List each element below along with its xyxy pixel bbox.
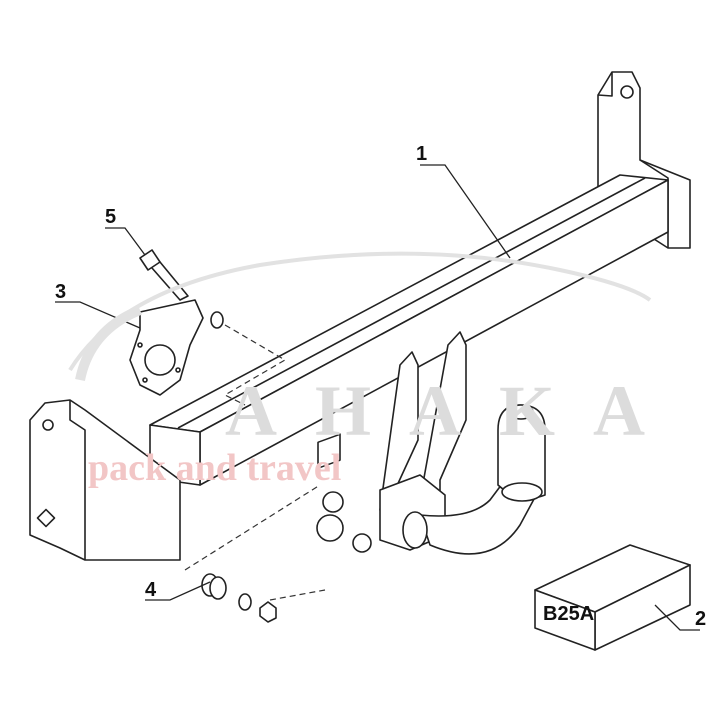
box-label: B25A	[543, 603, 594, 625]
tow-ball-neck	[402, 404, 546, 555]
part-label-3: 3	[55, 281, 66, 303]
leader-4	[145, 581, 211, 601]
leader-5	[105, 227, 146, 256]
watermark-tagline: pack and travel	[88, 447, 341, 489]
part-label-2: 2	[695, 608, 706, 630]
left-mounting-bracket	[29, 399, 181, 561]
part-label-4: 4	[145, 579, 157, 601]
fastener-set-part-4	[201, 573, 277, 623]
socket-plate	[129, 299, 224, 396]
watermark-brand: AHAKA	[225, 371, 683, 451]
assembly-path-4	[184, 484, 321, 571]
assembly-path-4b	[269, 589, 326, 601]
assembly-path-3	[223, 324, 287, 406]
part-label-5: 5	[105, 206, 116, 228]
crossbar-beam	[149, 174, 669, 486]
leader-1	[420, 164, 511, 259]
leader-2	[654, 604, 700, 631]
watermark: AHAKA pack and travel	[68, 251, 683, 489]
part-label-1: 1	[416, 143, 427, 165]
electrical-kit-box	[534, 544, 691, 651]
arm-bolts	[316, 491, 372, 553]
watermark-car-front	[75, 305, 142, 382]
